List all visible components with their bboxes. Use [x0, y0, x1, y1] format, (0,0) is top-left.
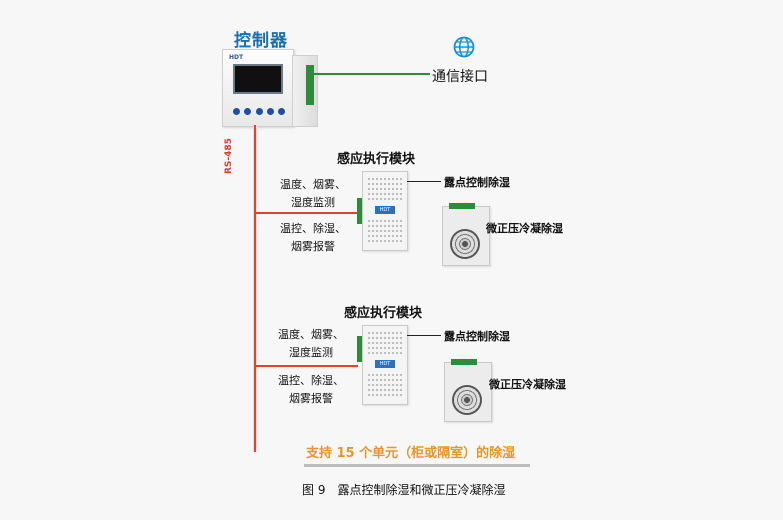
- controller-key: [244, 108, 252, 115]
- module-title: 感应执行模块: [344, 306, 423, 321]
- controller-key: [266, 108, 274, 115]
- comm-wire: [314, 73, 430, 75]
- condensing-label: 微正压冷凝除湿: [489, 378, 566, 391]
- controller-key: [278, 108, 285, 115]
- controller-brand: HDT: [229, 54, 244, 61]
- rs485-bus-core: [254, 125, 256, 452]
- fan-icon: [450, 229, 480, 259]
- sensing-actuator-module: HDT: [362, 325, 408, 405]
- condensing-dehumidifier: [442, 203, 490, 266]
- caption-line: 烟雾报警: [291, 240, 335, 253]
- comm-interface-label: 通信接口: [432, 69, 488, 85]
- module-title: 感应执行模块: [337, 152, 416, 167]
- caption-line: 温度、烟雾、: [278, 328, 344, 341]
- module-input-bottom: 温控、除湿、 烟雾报警: [268, 372, 354, 408]
- module-terminal: [357, 198, 362, 224]
- caption-line: 温控、除湿、: [280, 222, 346, 235]
- globe-icon: [453, 36, 475, 58]
- controller-device: HDT: [222, 49, 294, 127]
- fan-unit-terminal: [449, 203, 475, 209]
- controller-key: [255, 108, 263, 115]
- caption-line: 湿度监测: [291, 196, 335, 209]
- controller-title: 控制器: [234, 31, 288, 51]
- rs485-label: RS-485: [224, 138, 234, 174]
- dew-point-label: 露点控制除湿: [444, 176, 510, 189]
- dew-point-label: 露点控制除湿: [444, 330, 510, 343]
- support-note: 支持 15 个单元（柜或隔室）的除湿: [306, 446, 516, 461]
- caption-line: 湿度监测: [289, 346, 333, 359]
- fan-unit-terminal: [451, 359, 477, 365]
- condensing-label: 微正压冷凝除湿: [486, 222, 563, 235]
- module-terminal: [357, 336, 362, 362]
- condensing-dehumidifier: [444, 359, 492, 422]
- caption-line: 烟雾报警: [289, 392, 333, 405]
- controller-keypad: [233, 108, 285, 115]
- controller-side-panel: [292, 55, 318, 127]
- sensing-actuator-module: HDT: [362, 171, 408, 251]
- module-brand: HDT: [375, 360, 395, 368]
- module-input-top: 温度、烟雾、 湿度监测: [268, 326, 354, 362]
- controller-key: [233, 108, 240, 115]
- dew-pointer-line: [407, 181, 441, 182]
- support-underline: [304, 464, 530, 467]
- module-brand: HDT: [375, 206, 395, 214]
- controller-terminal: [306, 65, 314, 105]
- caption-line: 温控、除湿、: [278, 374, 344, 387]
- module-input-bottom: 温控、除湿、 烟雾报警: [273, 220, 353, 256]
- module-feed-wire: [256, 212, 358, 214]
- controller-screen: [233, 64, 283, 94]
- caption-line: 温度、烟雾、: [280, 178, 346, 191]
- figure-caption: 图 9 露点控制除湿和微正压冷凝除湿: [302, 483, 506, 497]
- fan-icon: [452, 385, 482, 415]
- module-input-top: 温度、烟雾、 湿度监测: [273, 176, 353, 212]
- module-feed-wire: [256, 365, 358, 367]
- dew-pointer-line: [407, 335, 441, 336]
